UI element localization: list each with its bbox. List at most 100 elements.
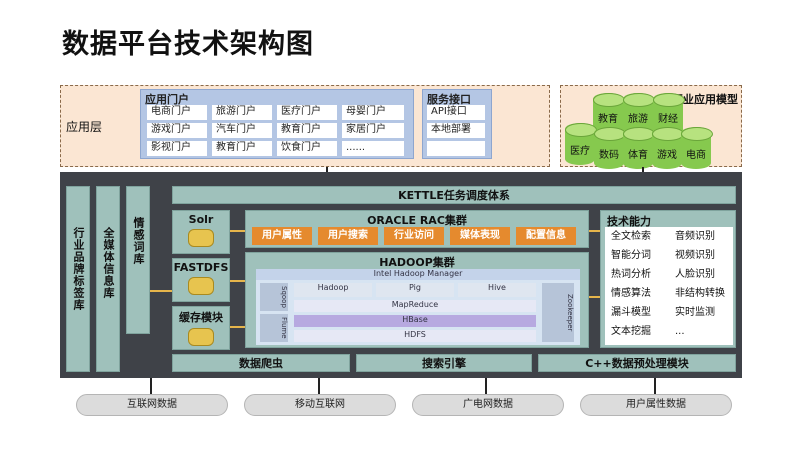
oracle-item: 配置信息 bbox=[516, 227, 576, 245]
application-layer-label: 应用层 bbox=[66, 120, 103, 134]
model-label: 体育 bbox=[628, 150, 648, 161]
model-label: 数码 bbox=[599, 150, 619, 161]
tech-item: 人脸识别 bbox=[675, 269, 715, 280]
tech-item: 文本挖掘 bbox=[611, 326, 651, 337]
service-cell: 本地部署 bbox=[427, 123, 485, 138]
tech-item: 全文检索 bbox=[611, 231, 651, 242]
fastdfs-label: FASTDFS bbox=[173, 261, 229, 274]
hbase-layer: HBase bbox=[294, 315, 536, 327]
tech-item: 实时监测 bbox=[675, 307, 715, 318]
connector-arrow bbox=[150, 290, 172, 292]
hadoop-title: HADOOP集群 bbox=[379, 256, 455, 269]
model-cylinder-ecommerce: 电商 bbox=[681, 127, 713, 169]
model-label: 财经 bbox=[658, 114, 678, 125]
mapreduce-layer: MapReduce bbox=[294, 300, 536, 312]
tech-item: 智能分词 bbox=[611, 250, 651, 261]
hadoop-inner: Intel Hadoop Manager Sqoop Flume Hadoop … bbox=[256, 269, 580, 345]
model-label: 旅游 bbox=[628, 114, 648, 125]
search-engine-bar: 搜索引擎 bbox=[356, 354, 532, 372]
source-cloud-internet: 互联网数据 bbox=[76, 394, 228, 416]
tech-item: 非结构转换 bbox=[675, 288, 725, 299]
portal-cell: 旅游门户 bbox=[212, 105, 272, 120]
sentiment-lexicon: 情感词库 bbox=[126, 186, 150, 334]
oracle-title: ORACLE RAC集群 bbox=[367, 214, 467, 227]
service-title: 服务接口 bbox=[427, 93, 471, 106]
portal-box: 应用门户 电商门户 旅游门户 医疗门户 母婴门户 游戏门户 汽车门户 教育门户 … bbox=[140, 89, 414, 159]
oracle-item: 用户搜索 bbox=[318, 227, 378, 245]
portal-cell: 家居门户 bbox=[342, 123, 404, 138]
cache-disk-icon bbox=[188, 328, 214, 346]
all-media-library: 全媒体信息库 bbox=[96, 186, 120, 372]
oracle-rac-cluster: ORACLE RAC集群 用户属性 用户搜索 行业访问 媒体表现 配置信息 bbox=[245, 210, 589, 248]
portal-cell: 汽车门户 bbox=[212, 123, 272, 138]
connector-arrow bbox=[654, 378, 656, 394]
sentiment-lexicon-label: 情感词库 bbox=[132, 217, 145, 265]
connector-arrow bbox=[230, 280, 245, 282]
flume-tag: Flume bbox=[260, 314, 288, 342]
service-cell-empty bbox=[427, 141, 485, 156]
portal-cell: 游戏门户 bbox=[147, 123, 207, 138]
model-label: 电商 bbox=[686, 150, 706, 161]
model-label: 医疗 bbox=[570, 146, 590, 157]
connector-arrow bbox=[485, 378, 487, 394]
tech-grid: 全文检索 音频识别 智能分词 视频识别 热词分析 人脸识别 情感算法 非结构转换… bbox=[605, 227, 733, 345]
model-cylinder-game: 游戏 bbox=[652, 127, 684, 169]
model-cylinder-medical: 医疗 bbox=[565, 123, 597, 165]
tech-item: 音频识别 bbox=[675, 231, 715, 242]
connector-arrow bbox=[150, 378, 152, 394]
tech-title: 技术能力 bbox=[607, 215, 651, 228]
portal-cell: 教育门户 bbox=[212, 141, 272, 156]
connector-arrow bbox=[230, 230, 245, 232]
cache-label: 缓存模块 bbox=[179, 311, 223, 324]
zookeeper-tag: Zookeeper bbox=[542, 283, 574, 342]
model-label: 游戏 bbox=[657, 150, 677, 161]
portal-cell: 母婴门户 bbox=[342, 105, 404, 120]
tech-item: 漏斗模型 bbox=[611, 307, 651, 318]
sqoop-tag: Sqoop bbox=[260, 283, 288, 311]
tech-capabilities: 技术能力 全文检索 音频识别 智能分词 视频识别 热词分析 人脸识别 情感算法 … bbox=[600, 210, 736, 348]
brand-tag-library: 行业品牌标签库 bbox=[66, 186, 90, 372]
hadoop-cluster: HADOOP集群 Intel Hadoop Manager Sqoop Flum… bbox=[245, 252, 589, 348]
kettle-bar: KETTLE任务调度体系 bbox=[172, 186, 736, 204]
fastdfs-disk-icon bbox=[188, 277, 214, 295]
hdfs-layer: HDFS bbox=[294, 330, 536, 342]
connector-arrow bbox=[589, 296, 600, 298]
portal-cell: 饮食门户 bbox=[277, 141, 337, 156]
brand-tag-library-label: 行业品牌标签库 bbox=[72, 227, 85, 311]
model-cylinder-digital: 数码 bbox=[594, 127, 626, 169]
all-media-library-label: 全媒体信息库 bbox=[102, 227, 115, 299]
source-cloud-user-attributes: 用户属性数据 bbox=[580, 394, 732, 416]
hadoop-manager: Intel Hadoop Manager bbox=[256, 269, 580, 280]
tech-item: 热词分析 bbox=[611, 269, 651, 280]
connector-arrow bbox=[230, 326, 245, 328]
oracle-item: 用户属性 bbox=[252, 227, 312, 245]
tech-item: ... bbox=[675, 326, 685, 337]
model-cylinder-sports: 体育 bbox=[623, 127, 655, 169]
portal-cell: ...... bbox=[342, 141, 404, 156]
industry-models-label: 行业应用模型 bbox=[672, 93, 738, 106]
cpp-preprocess-bar: C++数据预处理模块 bbox=[538, 354, 736, 372]
cache-box: 缓存模块 bbox=[172, 306, 230, 350]
fastdfs-box: FASTDFS bbox=[172, 258, 230, 302]
portal-cell: 医疗门户 bbox=[277, 105, 337, 120]
portal-cell: 电商门户 bbox=[147, 105, 207, 120]
solr-box: Solr bbox=[172, 210, 230, 254]
connector-arrow bbox=[589, 230, 600, 232]
source-cloud-broadcast: 广电网数据 bbox=[412, 394, 564, 416]
oracle-item: 行业访问 bbox=[384, 227, 444, 245]
solr-disk-icon bbox=[188, 229, 214, 247]
oracle-item: 媒体表现 bbox=[450, 227, 510, 245]
service-cell: API接口 bbox=[427, 105, 485, 120]
page-title: 数据平台技术架构图 bbox=[62, 29, 314, 60]
portal-cell: 影视门户 bbox=[147, 141, 207, 156]
portal-cell: 教育门户 bbox=[277, 123, 337, 138]
model-label: 教育 bbox=[598, 114, 618, 125]
service-box: 服务接口 API接口 本地部署 bbox=[422, 89, 492, 159]
portal-title: 应用门户 bbox=[145, 93, 189, 106]
hadoop-tool: Hadoop bbox=[294, 283, 372, 297]
solr-label: Solr bbox=[188, 213, 214, 226]
crawler-bar: 数据爬虫 bbox=[172, 354, 350, 372]
hive-tool: Hive bbox=[458, 283, 536, 297]
connector-arrow bbox=[318, 378, 320, 394]
source-cloud-mobile: 移动互联网 bbox=[244, 394, 396, 416]
